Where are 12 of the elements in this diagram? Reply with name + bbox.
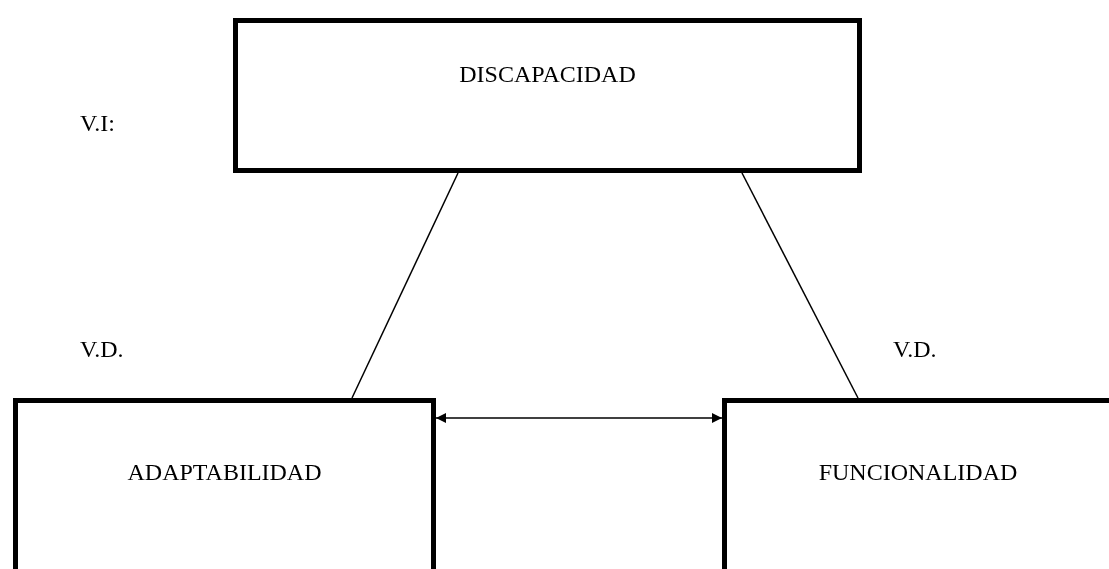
variable-box [13, 398, 436, 569]
variable-name: DISCAPACIDAD [458, 61, 637, 88]
connector-line [351, 172, 459, 399]
variable-type-label: V.D. [80, 336, 124, 363]
variable-name: ADAPTABILIDAD [126, 459, 323, 486]
double-arrow [435, 413, 723, 423]
variable-box [233, 18, 862, 173]
variable-box [722, 398, 1109, 569]
variable-name: FUNCIONALIDAD [817, 459, 1019, 486]
variable-type-label: V.D. [893, 336, 937, 363]
variable-type-label: V.I: [80, 110, 115, 137]
connector-line [741, 172, 859, 399]
